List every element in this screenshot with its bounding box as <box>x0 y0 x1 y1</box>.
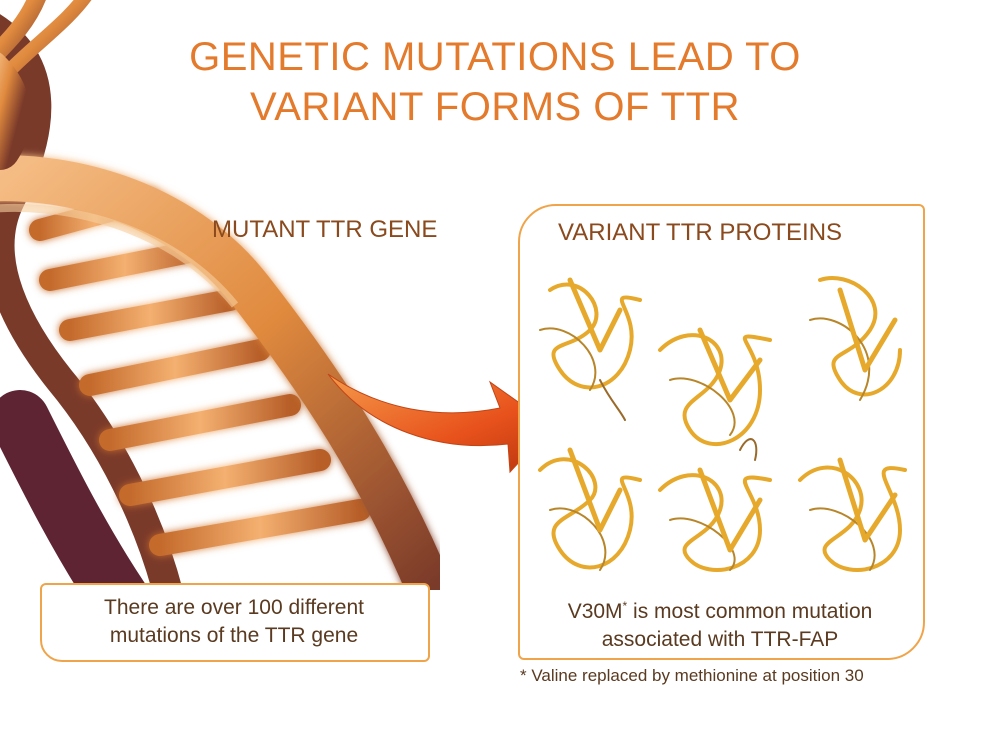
protein-structure-2 <box>658 327 772 447</box>
mutation-name: V30M <box>567 600 623 623</box>
protein-structures <box>538 276 907 572</box>
footnote: * Valine replaced by methionine at posit… <box>520 666 864 685</box>
title-line-2: VARIANT FORMS OF TTR <box>249 85 741 129</box>
gene-callout-text: There are over 100 different mutations o… <box>40 594 428 650</box>
footnote-marker: * <box>622 599 628 613</box>
title-line-1: GENETIC MUTATIONS LEAD TO <box>189 35 801 79</box>
protein-structure-1 <box>539 277 642 421</box>
gene-callout-box <box>40 583 430 662</box>
mutant-gene-label: MUTANT TTR GENE <box>212 216 438 243</box>
page-title: GENETIC MUTATIONS LEAD TO VARIANT FORMS … <box>150 32 840 132</box>
protein-callout-line-2: associated with TTR-FAP <box>601 628 839 651</box>
protein-callout-text: V30M* is most common mutation associated… <box>522 592 918 654</box>
gene-callout-line-2: mutations of the TTR gene <box>109 624 359 647</box>
protein-structure-6 <box>798 457 907 572</box>
variant-proteins-label: VARIANT TTR PROTEINS <box>558 219 843 246</box>
protein-structure-4 <box>538 447 642 571</box>
variant-proteins-panel <box>518 204 925 660</box>
protein-structure-5 <box>658 438 772 572</box>
dna-helix-illustration <box>0 0 440 590</box>
gene-callout-line-1: There are over 100 different <box>104 596 364 619</box>
protein-structure-3 <box>809 276 902 401</box>
protein-callout-line-1: is most common mutation <box>627 600 873 623</box>
